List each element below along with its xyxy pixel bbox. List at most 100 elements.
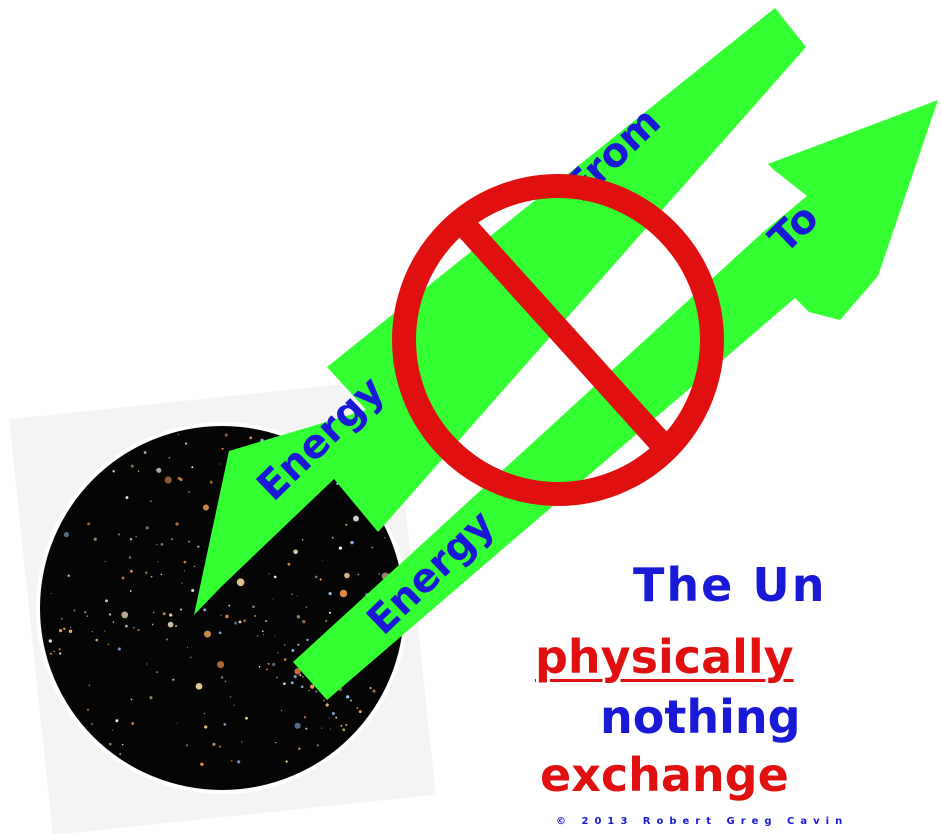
- galaxy-speck: [335, 717, 337, 719]
- galaxy-speck: [172, 679, 174, 681]
- galaxy-speck: [254, 615, 256, 617]
- galaxy-speck: [330, 729, 331, 730]
- galaxy-speck: [265, 620, 267, 622]
- galaxy-speck: [178, 477, 181, 480]
- galaxy-speck: [347, 608, 348, 609]
- galaxy-speck: [277, 652, 278, 653]
- galaxy-speck: [138, 471, 139, 472]
- galaxy-speck: [345, 524, 347, 526]
- galaxy-speck: [191, 589, 194, 592]
- galaxy-speck: [298, 747, 300, 749]
- galaxy-speck: [176, 723, 177, 724]
- caption-line-1: The Un: [633, 562, 826, 608]
- galaxy-speck: [274, 576, 277, 579]
- galaxy-speck: [161, 573, 163, 575]
- galaxy-speck: [332, 712, 335, 715]
- galaxy-speck: [73, 609, 75, 611]
- galaxy-speck: [119, 753, 121, 755]
- galaxy-speck: [190, 656, 191, 657]
- galaxy-speck: [315, 576, 318, 579]
- galaxy-speck: [152, 624, 154, 626]
- galaxy-speck: [63, 628, 65, 630]
- galaxy-speck: [302, 676, 303, 677]
- galaxy-speck: [59, 653, 61, 655]
- galaxy-speck: [299, 674, 301, 676]
- galaxy-speck: [239, 620, 242, 623]
- galaxy-speck: [301, 686, 304, 689]
- galaxy-speck: [315, 690, 317, 692]
- galaxy-speck: [329, 718, 330, 719]
- caption-line-2: physically: [535, 634, 794, 680]
- galaxy-speck: [196, 683, 203, 690]
- galaxy-speck: [51, 593, 52, 594]
- galaxy-speck: [181, 582, 182, 583]
- galaxy-speck: [184, 570, 185, 571]
- galaxy-speck: [203, 608, 206, 611]
- galaxy-speck: [225, 433, 228, 436]
- galaxy-speck: [228, 605, 230, 607]
- galaxy-speck: [344, 573, 350, 579]
- galaxy-speck: [187, 647, 188, 648]
- galaxy-speck: [237, 578, 245, 586]
- galaxy-speck: [304, 716, 306, 718]
- galaxy-speck: [126, 496, 129, 499]
- galaxy-speck: [112, 730, 113, 731]
- galaxy-speck: [122, 576, 125, 579]
- galaxy-speck: [151, 576, 153, 578]
- galaxy-speck: [149, 696, 152, 699]
- galaxy-speck: [50, 653, 52, 655]
- galaxy-speck: [342, 728, 345, 731]
- galaxy-speck: [320, 578, 322, 580]
- galaxy-speck: [372, 690, 375, 693]
- galaxy-speck: [350, 700, 352, 702]
- galaxy-speck: [296, 595, 297, 596]
- galaxy-speck: [305, 606, 307, 608]
- galaxy-speck: [112, 470, 115, 473]
- galaxy-speck: [266, 668, 268, 670]
- galaxy-speck: [306, 639, 308, 641]
- galaxy-speck: [69, 630, 72, 633]
- galaxy-speck: [329, 612, 331, 614]
- galaxy-speck: [121, 612, 128, 619]
- galaxy-speck: [340, 590, 347, 597]
- galaxy-speck: [221, 676, 224, 679]
- galaxy-speck: [184, 561, 187, 564]
- galaxy-speck: [358, 574, 360, 576]
- galaxy-speck: [252, 606, 254, 608]
- galaxy-speck: [378, 573, 380, 575]
- galaxy-speck: [241, 741, 242, 742]
- galaxy-speck: [94, 538, 97, 541]
- galaxy-speck: [294, 675, 297, 678]
- galaxy-speck: [291, 649, 294, 652]
- galaxy-speck: [68, 575, 70, 577]
- galaxy-speck: [105, 599, 108, 602]
- galaxy-speck: [108, 644, 110, 646]
- galaxy-speck: [64, 532, 69, 537]
- galaxy-speck: [350, 541, 353, 544]
- galaxy-speck: [222, 448, 224, 450]
- galaxy-speck: [118, 647, 121, 650]
- galaxy-speck: [146, 664, 147, 665]
- galaxy-speck: [291, 681, 294, 684]
- galaxy-speck: [153, 612, 155, 614]
- galaxy-speck: [302, 620, 305, 623]
- galaxy-speck: [273, 599, 274, 600]
- galaxy-speck: [131, 722, 134, 725]
- galaxy-speck: [308, 690, 309, 691]
- galaxy-speck: [322, 560, 323, 561]
- galaxy-speck: [295, 723, 301, 729]
- galaxy-speck: [263, 634, 264, 635]
- galaxy-speck: [321, 728, 322, 729]
- galaxy-speck: [89, 685, 91, 687]
- galaxy-speck: [204, 725, 207, 728]
- galaxy-speck: [245, 717, 248, 720]
- galaxy-speck: [168, 622, 174, 628]
- galaxy-speck: [302, 539, 304, 541]
- galaxy-speck: [130, 538, 133, 541]
- galaxy-speck: [169, 613, 172, 616]
- galaxy-speck: [135, 536, 136, 537]
- galaxy-speck: [234, 622, 237, 625]
- galaxy-speck: [332, 537, 334, 539]
- galaxy-speck: [329, 592, 332, 595]
